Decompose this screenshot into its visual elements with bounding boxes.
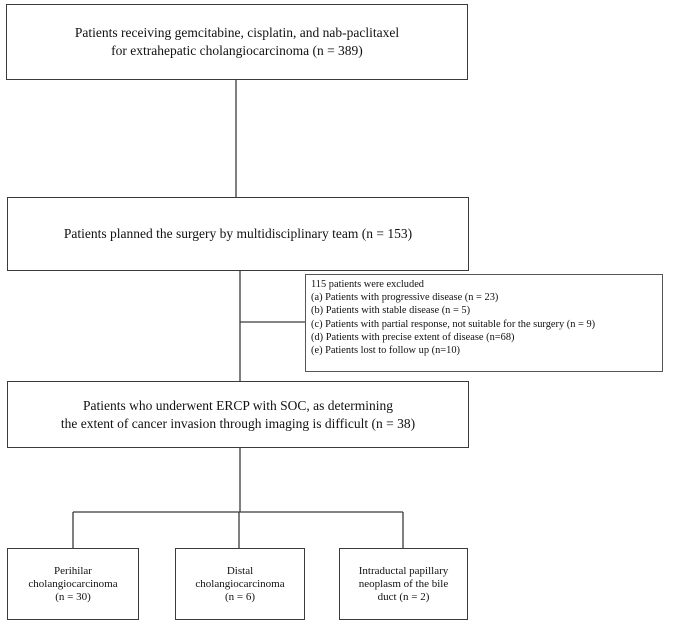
box-distal-line-1: Distal bbox=[226, 564, 254, 577]
exclusion-item-b: (b) Patients with stable disease (n = 5) bbox=[311, 305, 471, 317]
box-perihilar: Perihilar cholangiocarcinoma (n = 30) bbox=[7, 548, 139, 620]
box-ipnb-line-2: neoplasm of the bile bbox=[358, 577, 449, 590]
box-ipnb: Intraductal papillary neoplasm of the bi… bbox=[339, 548, 468, 620]
box-initial-cohort: Patients receiving gemcitabine, cisplati… bbox=[6, 4, 468, 80]
box-initial-cohort-line-1: Patients receiving gemcitabine, cisplati… bbox=[74, 25, 400, 40]
box-distal-line-2: cholangiocarcinoma bbox=[195, 577, 285, 590]
box-ipnb-line-3: duct (n = 2) bbox=[377, 590, 430, 603]
box-distal-line-3: (n = 6) bbox=[224, 590, 256, 603]
exclusion-item-e: (e) Patients lost to follow up (n=10) bbox=[311, 345, 461, 357]
box-ipnb-line-1: Intraductal papillary bbox=[358, 564, 449, 577]
box-planned-surgery-line-1: Patients planned the surgery by multidis… bbox=[63, 226, 413, 241]
exclusion-item-a: (a) Patients with progressive disease (n… bbox=[311, 292, 499, 304]
box-initial-cohort-line-2: for extrahepatic cholangiocarcinoma (n =… bbox=[111, 43, 363, 58]
box-ercp-soc-line-1: Patients who underwent ERCP with SOC, as… bbox=[83, 397, 393, 413]
exclusion-item-d: (d) Patients with precise extent of dise… bbox=[311, 331, 515, 343]
box-perihilar-line-1: Perihilar bbox=[54, 564, 92, 577]
exclusion-box: 115 patients were excluded (a) Patients … bbox=[305, 274, 663, 372]
exclusion-item-c: (c) Patients with partial response, not … bbox=[311, 318, 596, 330]
box-perihilar-line-2: cholangiocarcinoma bbox=[28, 577, 118, 590]
box-distal: Distal cholangiocarcinoma (n = 6) bbox=[175, 548, 305, 620]
box-ercp-soc: Patients who underwent ERCP with SOC, as… bbox=[7, 381, 469, 448]
box-perihilar-line-3: (n = 30) bbox=[55, 590, 91, 603]
box-ercp-soc-line-2: the extent of cancer invasion through im… bbox=[60, 415, 416, 431]
box-planned-surgery: Patients planned the surgery by multidis… bbox=[7, 197, 469, 271]
exclusion-title: 115 patients were excluded bbox=[311, 279, 425, 290]
